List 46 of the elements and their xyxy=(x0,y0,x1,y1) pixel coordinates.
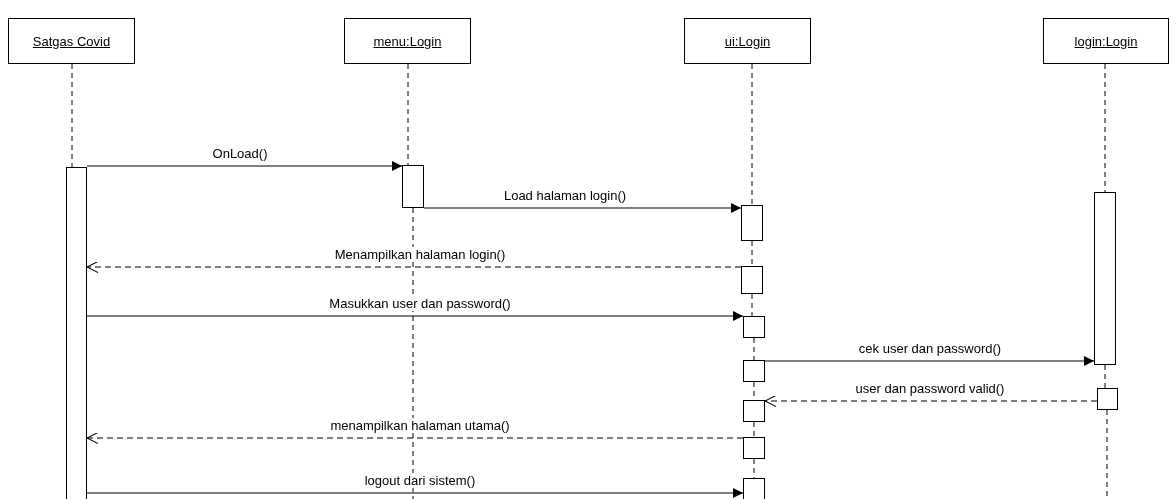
object-name: ui:Login xyxy=(724,33,771,49)
lifeline xyxy=(1104,364,1106,389)
lifeline xyxy=(751,63,753,206)
lifeline xyxy=(753,337,755,361)
activation-bar xyxy=(743,360,765,382)
lifeline xyxy=(753,421,755,438)
edge-label: OnLoad() xyxy=(210,146,270,161)
activation-bar xyxy=(743,437,765,459)
activation-bar xyxy=(1097,388,1118,410)
object-name: menu:Login xyxy=(373,33,442,49)
lifeline xyxy=(753,458,755,479)
activation-bar xyxy=(1094,192,1116,365)
edge-label: user dan password valid() xyxy=(853,381,1007,396)
message-arrow xyxy=(86,488,744,498)
message-arrow xyxy=(764,356,1095,366)
object-box xyxy=(8,18,135,64)
message-arrow xyxy=(86,161,403,171)
object-box xyxy=(1043,18,1169,64)
activation-bar xyxy=(743,478,765,499)
lifeline xyxy=(412,207,414,499)
message-arrow xyxy=(764,394,1098,408)
object-name: Satgas Covid xyxy=(32,33,111,49)
message-arrow xyxy=(86,311,744,321)
activation-bar xyxy=(741,266,763,294)
lifeline xyxy=(751,293,753,317)
edge-label: Masukkan user dan password() xyxy=(327,296,513,311)
activation-bar xyxy=(741,205,763,241)
edge-label: menampilkan halaman utama() xyxy=(328,418,512,433)
lifeline xyxy=(751,240,753,267)
object-box xyxy=(684,18,811,64)
edge-label: logout dari sistem() xyxy=(362,473,478,488)
activation-bar xyxy=(402,165,424,208)
lifeline xyxy=(1104,63,1106,193)
lifeline xyxy=(71,63,73,168)
edge-label: cek user dan password() xyxy=(856,341,1004,356)
object-name: login:Login xyxy=(1074,33,1138,49)
lifeline xyxy=(1106,409,1108,499)
activation-bar xyxy=(743,316,765,338)
lifeline xyxy=(407,63,409,166)
activation-bar xyxy=(743,400,765,422)
edge-label: Menampilkan halaman login() xyxy=(332,247,508,262)
message-arrow xyxy=(423,203,742,213)
message-arrow xyxy=(86,260,742,274)
object-box xyxy=(344,18,471,64)
activation-bar xyxy=(66,167,87,499)
message-arrow xyxy=(86,431,744,445)
